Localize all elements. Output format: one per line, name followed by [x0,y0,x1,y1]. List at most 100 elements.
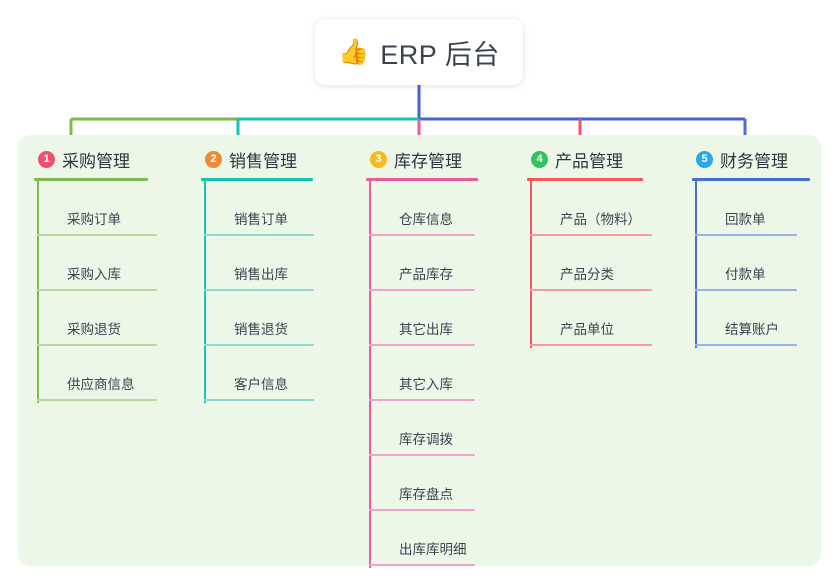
leaf-connector [695,344,719,346]
leaf-node[interactable]: 采购退货 [34,291,157,346]
leaf-label: 仓库信息 [399,212,453,227]
leaf-connector [369,234,393,236]
leaf-connector [204,344,228,346]
branch-title: 产品管理 [555,151,623,171]
branch-header-2[interactable]: 2 销售管理 [201,146,313,172]
leaf-connector [37,344,61,346]
branch-spine [369,181,371,568]
branch-title: 库存管理 [394,151,462,171]
leaf-connector [369,564,393,566]
leaf-underline [552,289,652,291]
leaf-label: 结算账户 [725,322,779,337]
leaf-underline [391,289,475,291]
branch-index-badge: 3 [370,150,387,168]
branch-title: 销售管理 [229,151,297,171]
leaf-node[interactable]: 仓库信息 [366,181,478,236]
branch-2[interactable]: 2 销售管理销售订单销售出库销售退货客户信息 [201,146,314,403]
leaf-connector [695,234,719,236]
leaf-underline [391,234,475,236]
leaf-node[interactable]: 其它出库 [366,291,478,346]
leaf-underline [59,234,157,236]
leaf-label: 采购入库 [67,267,121,282]
leaf-connector [204,234,228,236]
leaf-node[interactable]: 供应商信息 [34,346,157,401]
branch-spine [695,181,697,348]
leaf-node[interactable]: 出库库明细 [366,511,478,566]
branch-4[interactable]: 4 产品管理产品（物料）产品分类产品单位 [527,146,652,348]
leaf-node[interactable]: 销售订单 [201,181,314,236]
leaf-underline [391,509,475,511]
leaf-node[interactable]: 销售退货 [201,291,314,346]
leaf-underline [717,234,797,236]
leaf-underline [226,344,314,346]
leaf-connector [695,289,719,291]
thumbs-up-icon: 👍 [338,37,370,66]
leaf-node[interactable]: 库存调拨 [366,401,478,456]
branch-header-3[interactable]: 3 库存管理 [366,146,478,172]
branch-index-badge: 4 [531,150,548,168]
leaf-node[interactable]: 产品分类 [527,236,652,291]
leaf-label: 销售退货 [234,322,288,337]
leaf-node[interactable]: 其它入库 [366,346,478,401]
leaf-node[interactable]: 采购订单 [34,181,157,236]
branch-3[interactable]: 3 库存管理仓库信息产品库存其它出库其它入库库存调拨库存盘点出库库明细 [366,146,478,568]
leaf-underline [226,289,314,291]
leaf-node[interactable]: 付款单 [692,236,810,291]
branch-5[interactable]: 5 财务管理回款单付款单结算账户 [692,146,810,348]
branch-index-badge: 2 [205,150,222,168]
leaf-connector [369,454,393,456]
leaf-underline [391,454,475,456]
leaf-label: 回款单 [725,212,766,227]
leaf-underline [717,344,797,346]
leaf-connector [369,399,393,401]
leaf-connector [530,289,554,291]
branch-index-badge: 5 [696,150,713,168]
leaf-underline [59,399,157,401]
leaf-label: 销售出库 [234,267,288,282]
leaf-node[interactable]: 采购入库 [34,236,157,291]
branch-spine [204,181,206,403]
leaf-connector [37,289,61,291]
leaf-node[interactable]: 结算账户 [692,291,810,346]
leaf-label: 销售订单 [234,212,288,227]
leaf-underline [391,344,475,346]
leaf-connector [37,399,61,401]
leaf-underline [717,289,797,291]
branch-spine [37,181,39,403]
leaf-list: 销售订单销售出库销售退货客户信息 [201,181,314,403]
leaf-connector [530,344,554,346]
leaf-node[interactable]: 产品（物料） [527,181,652,236]
leaf-label: 客户信息 [234,377,288,392]
leaf-connector [204,399,228,401]
leaf-label: 付款单 [725,267,766,282]
leaf-node[interactable]: 库存盘点 [366,456,478,511]
leaf-underline [226,234,314,236]
leaf-label: 库存盘点 [399,487,453,502]
leaf-node[interactable]: 回款单 [692,181,810,236]
leaf-connector [204,289,228,291]
branch-underline [366,178,478,181]
branch-spine [530,181,532,348]
leaf-underline [391,564,475,566]
leaf-connector [530,234,554,236]
leaf-connector [369,344,393,346]
branch-underline [692,178,810,181]
leaf-underline [226,399,314,401]
leaf-label: 其它出库 [399,322,453,337]
leaf-node[interactable]: 产品库存 [366,236,478,291]
leaf-node[interactable]: 产品单位 [527,291,652,346]
leaf-connector [369,289,393,291]
leaf-label: 采购订单 [67,212,121,227]
branch-header-5[interactable]: 5 财务管理 [692,146,810,172]
branch-underline [527,178,643,181]
branch-title: 财务管理 [720,151,788,171]
root-node[interactable]: 👍 ERP 后台 [315,19,523,85]
branch-header-4[interactable]: 4 产品管理 [527,146,643,172]
leaf-node[interactable]: 销售出库 [201,236,314,291]
leaf-node[interactable]: 客户信息 [201,346,314,401]
leaf-connector [37,234,61,236]
leaf-label: 产品单位 [560,322,614,337]
